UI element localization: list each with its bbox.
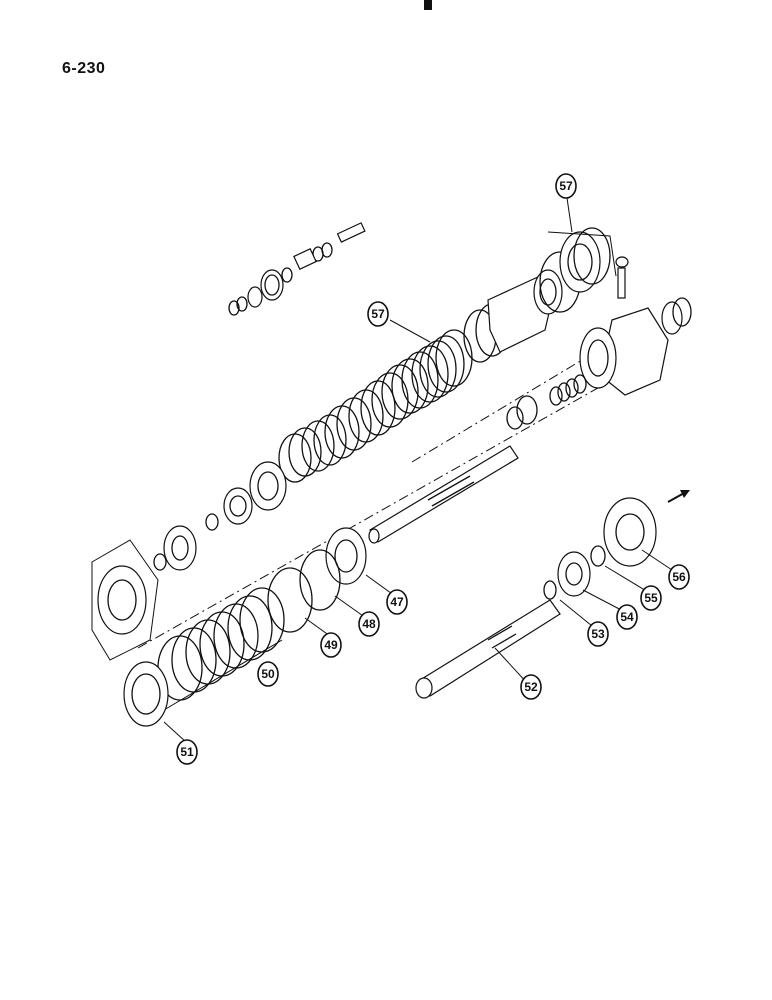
svg-text:56: 56 [672,570,686,584]
callout-53: 53 [587,621,609,647]
gear-54 [557,551,591,597]
svg-text:49: 49 [324,638,338,652]
callout-55: 55 [640,585,662,611]
bracket-upper-57 [547,231,617,277]
svg-text:48: 48 [362,617,376,631]
svg-text:52: 52 [524,680,538,694]
callout-57-lower: 57 [367,301,389,327]
top-fragment [424,0,432,10]
bracket-50 [163,639,283,711]
callout-54: 54 [616,604,638,630]
callout-48: 48 [358,611,380,637]
center-line-upper [411,329,633,463]
spring-parts [506,374,587,430]
svg-text:57: 57 [371,307,385,321]
clutch-disc-pack-upper [278,303,509,483]
bearing-top-right [539,227,611,313]
callout-49: 49 [320,632,342,658]
callout-50: 50 [257,661,279,687]
svg-text:55: 55 [644,591,658,605]
svg-text:50: 50 [261,667,275,681]
callout-52: 52 [520,674,542,700]
gear-56 [603,497,657,567]
callout-57-upper: 57 [555,173,577,199]
svg-text:53: 53 [591,627,605,641]
small-gear-shaft-group [228,222,366,316]
leader-lines [163,197,676,743]
snap-ring-48 [299,549,341,611]
ring-55 [590,545,606,567]
ring-53 [543,580,557,600]
grease-fitting [615,256,629,299]
plate-51 [123,661,169,727]
large-gear-left [91,539,159,661]
page-number: 6-230 [62,60,106,77]
clutch-drum [487,269,563,353]
svg-text:51: 51 [180,745,194,759]
gear-cluster-left [153,461,287,571]
callout-51: 51 [176,739,198,765]
svg-text:47: 47 [390,595,404,609]
shaft-52 [415,599,561,699]
callout-47: 47 [386,589,408,615]
callout-56: 56 [668,564,690,590]
gear-47 [325,527,367,585]
housing-assembly [579,297,692,396]
svg-text:54: 54 [620,610,634,624]
splined-shaft-upper [368,445,519,544]
ring-49 [267,567,313,633]
direction-arrow [667,490,690,503]
svg-text:57: 57 [559,179,573,193]
